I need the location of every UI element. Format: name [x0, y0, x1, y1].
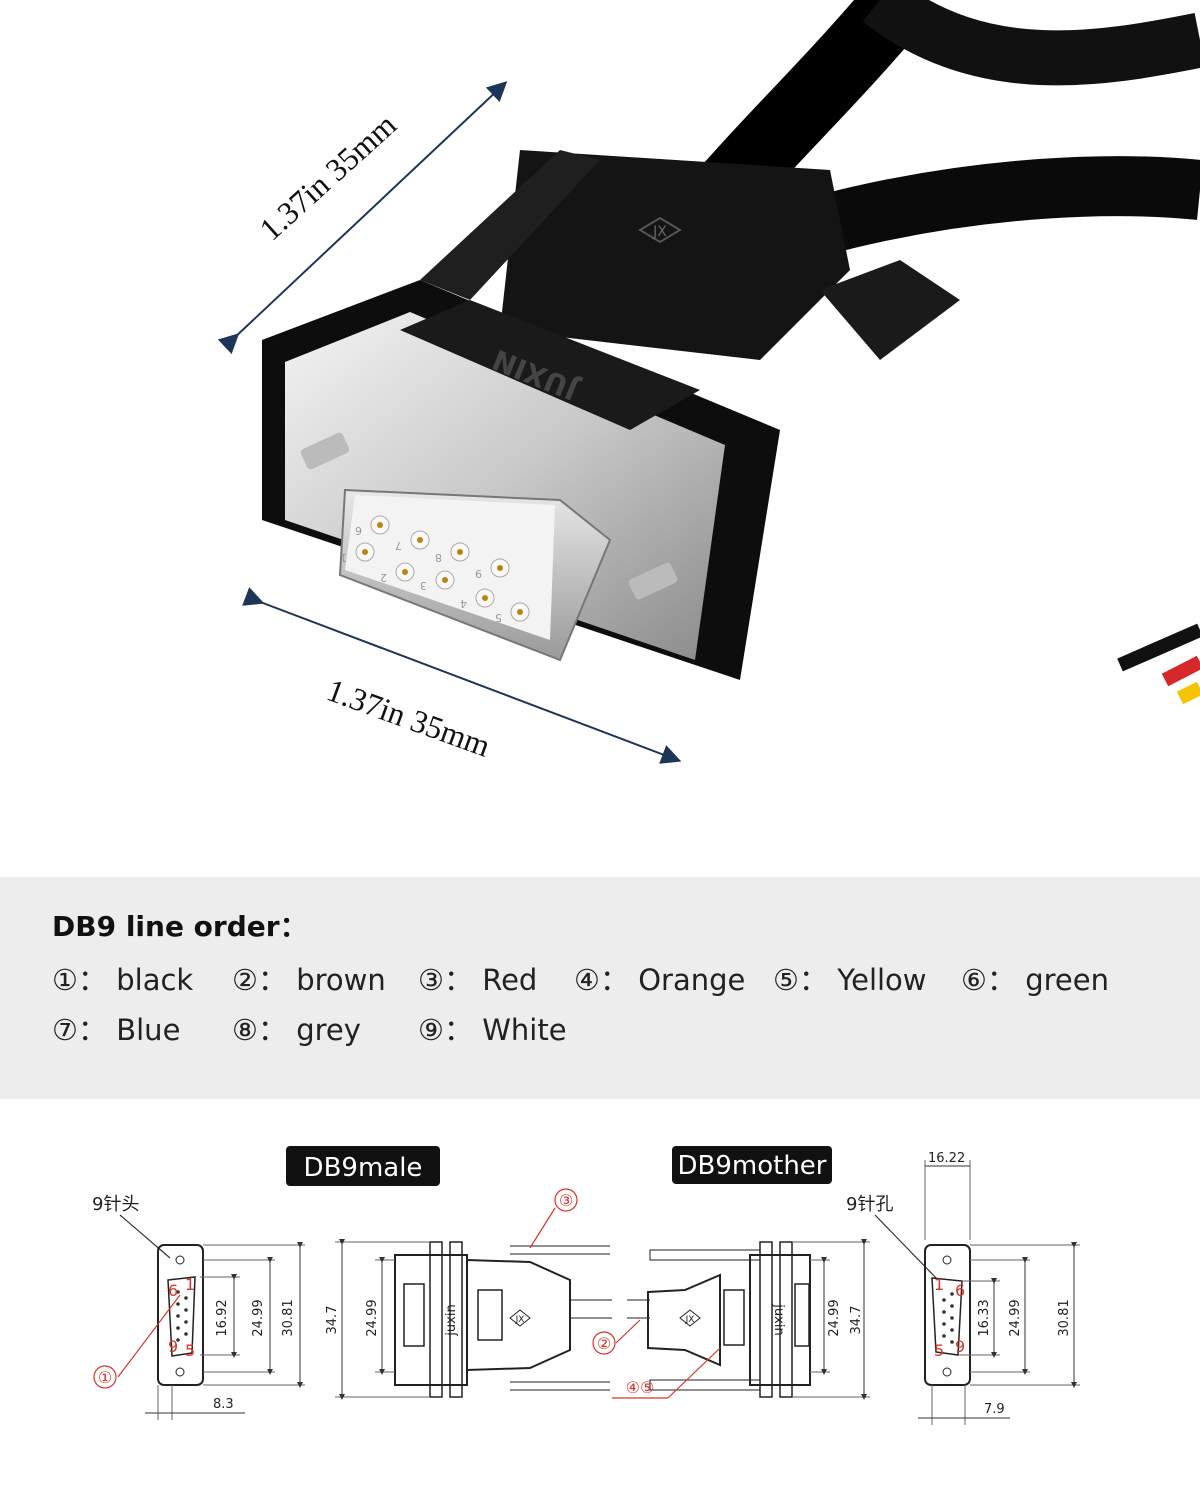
technical-drawing: DB9male DB9mother 9针头 6 1 9 5 16.92 24.9… — [92, 1146, 1080, 1425]
mother-label: DB9mother — [678, 1151, 827, 1181]
mother-front-outline — [924, 1244, 971, 1386]
pin-number: 7 — [395, 539, 402, 552]
pin-label-9: 9 — [168, 1337, 178, 1356]
line-order-title: DB9 line order： — [52, 910, 308, 943]
pin-label-5: 5 — [185, 1341, 195, 1360]
dim-8-3: 8.3 — [213, 1397, 234, 1412]
wire-item-2: ②： brown — [232, 963, 386, 997]
dim-34-7-mother: 34.7 — [849, 1306, 864, 1335]
callout-2: ② — [597, 1334, 611, 1353]
pin-contact — [497, 565, 503, 571]
wire-item-3: ③： Red — [418, 963, 538, 997]
pin-contact — [417, 537, 423, 543]
dim-24-99-male: 24.99 — [365, 1299, 380, 1336]
dim-16-92: 16.92 — [215, 1299, 230, 1336]
dimension-label-bottom: 1.37in 35mm — [322, 672, 495, 764]
dimension-arrow-bottom — [242, 587, 682, 764]
mother-label-pill — [672, 1146, 832, 1184]
mother-brand-small: juxin — [771, 1303, 786, 1335]
dim-7-9: 7.9 — [984, 1402, 1005, 1417]
pin-number: 1 — [340, 551, 347, 564]
male-label: DB9male — [304, 1153, 423, 1183]
dim-16-22: 16.22 — [928, 1151, 965, 1166]
callout-1: ① — [98, 1368, 112, 1387]
pin-contact — [517, 609, 523, 615]
screw — [300, 432, 350, 470]
pin-label-9-right: 9 — [955, 1337, 965, 1356]
pin-number: 9 — [475, 567, 482, 580]
dim-24-99-right: 24.99 — [1008, 1299, 1023, 1336]
pin-contact — [377, 522, 383, 528]
wire-item-1: ①： black — [52, 963, 194, 997]
callout-3: ③ — [559, 1191, 573, 1210]
wire-item-7: ⑦： Blue — [52, 1013, 181, 1047]
male-brand-small: juxin — [444, 1304, 459, 1336]
pin-number: 2 — [380, 571, 387, 584]
wire-item-6: ⑥： green — [961, 963, 1109, 997]
pin-label-1-right: 1 — [934, 1275, 944, 1294]
pin-number: 5 — [495, 611, 502, 624]
male-logo-small: JX — [515, 1315, 525, 1325]
pin-number: 4 — [460, 597, 467, 610]
mother-pin-label: 9针孔 — [846, 1194, 893, 1215]
wire-item-9: ⑨： White — [418, 1013, 567, 1047]
dim-34-7-male: 34.7 — [325, 1306, 340, 1335]
pin-contact — [442, 577, 448, 583]
pin-contact — [402, 569, 408, 575]
pin-label-6: 6 — [168, 1281, 178, 1300]
pin-number: 6 — [355, 524, 362, 537]
pin-number: 3 — [420, 579, 427, 592]
dim-30-81-left: 30.81 — [281, 1299, 296, 1336]
male-label-pill — [286, 1146, 440, 1186]
stripped-wires — [1117, 623, 1200, 705]
pin-label-5-right: 5 — [934, 1341, 944, 1360]
side-clip — [820, 260, 960, 360]
male-front-outline — [157, 1244, 204, 1386]
dim-30-81-right: 30.81 — [1057, 1299, 1072, 1336]
dim-24-99-left: 24.99 — [251, 1299, 266, 1336]
pin-number: 8 — [435, 551, 442, 564]
male-pin-label: 9针头 — [92, 1194, 139, 1215]
callout-4-5: ④⑤ — [626, 1378, 655, 1397]
wire-item-4: ④： Orange — [574, 963, 746, 997]
mother-logo-small: JX — [685, 1315, 695, 1325]
cable — [862, 0, 1200, 86]
pin-contact — [457, 549, 463, 555]
mother-side-body — [749, 1254, 811, 1386]
dimension-arrow-top — [217, 81, 508, 355]
wire-item-5: ⑤： Yellow — [773, 963, 927, 997]
wire-item-8: ⑧： grey — [232, 1013, 361, 1047]
dimension-label-top: 1.37in 35mm — [252, 106, 403, 247]
pin-label-6-right: 6 — [955, 1281, 965, 1300]
dim-24-99-mother: 24.99 — [827, 1299, 842, 1336]
pin-label-1: 1 — [185, 1275, 195, 1294]
connector-hood — [500, 150, 850, 360]
hood-logo: JX — [652, 224, 667, 240]
pin-contact — [482, 595, 488, 601]
dim-16-33: 16.33 — [977, 1299, 992, 1336]
line-order-panel — [0, 877, 1200, 1099]
pin-contact — [362, 549, 368, 555]
